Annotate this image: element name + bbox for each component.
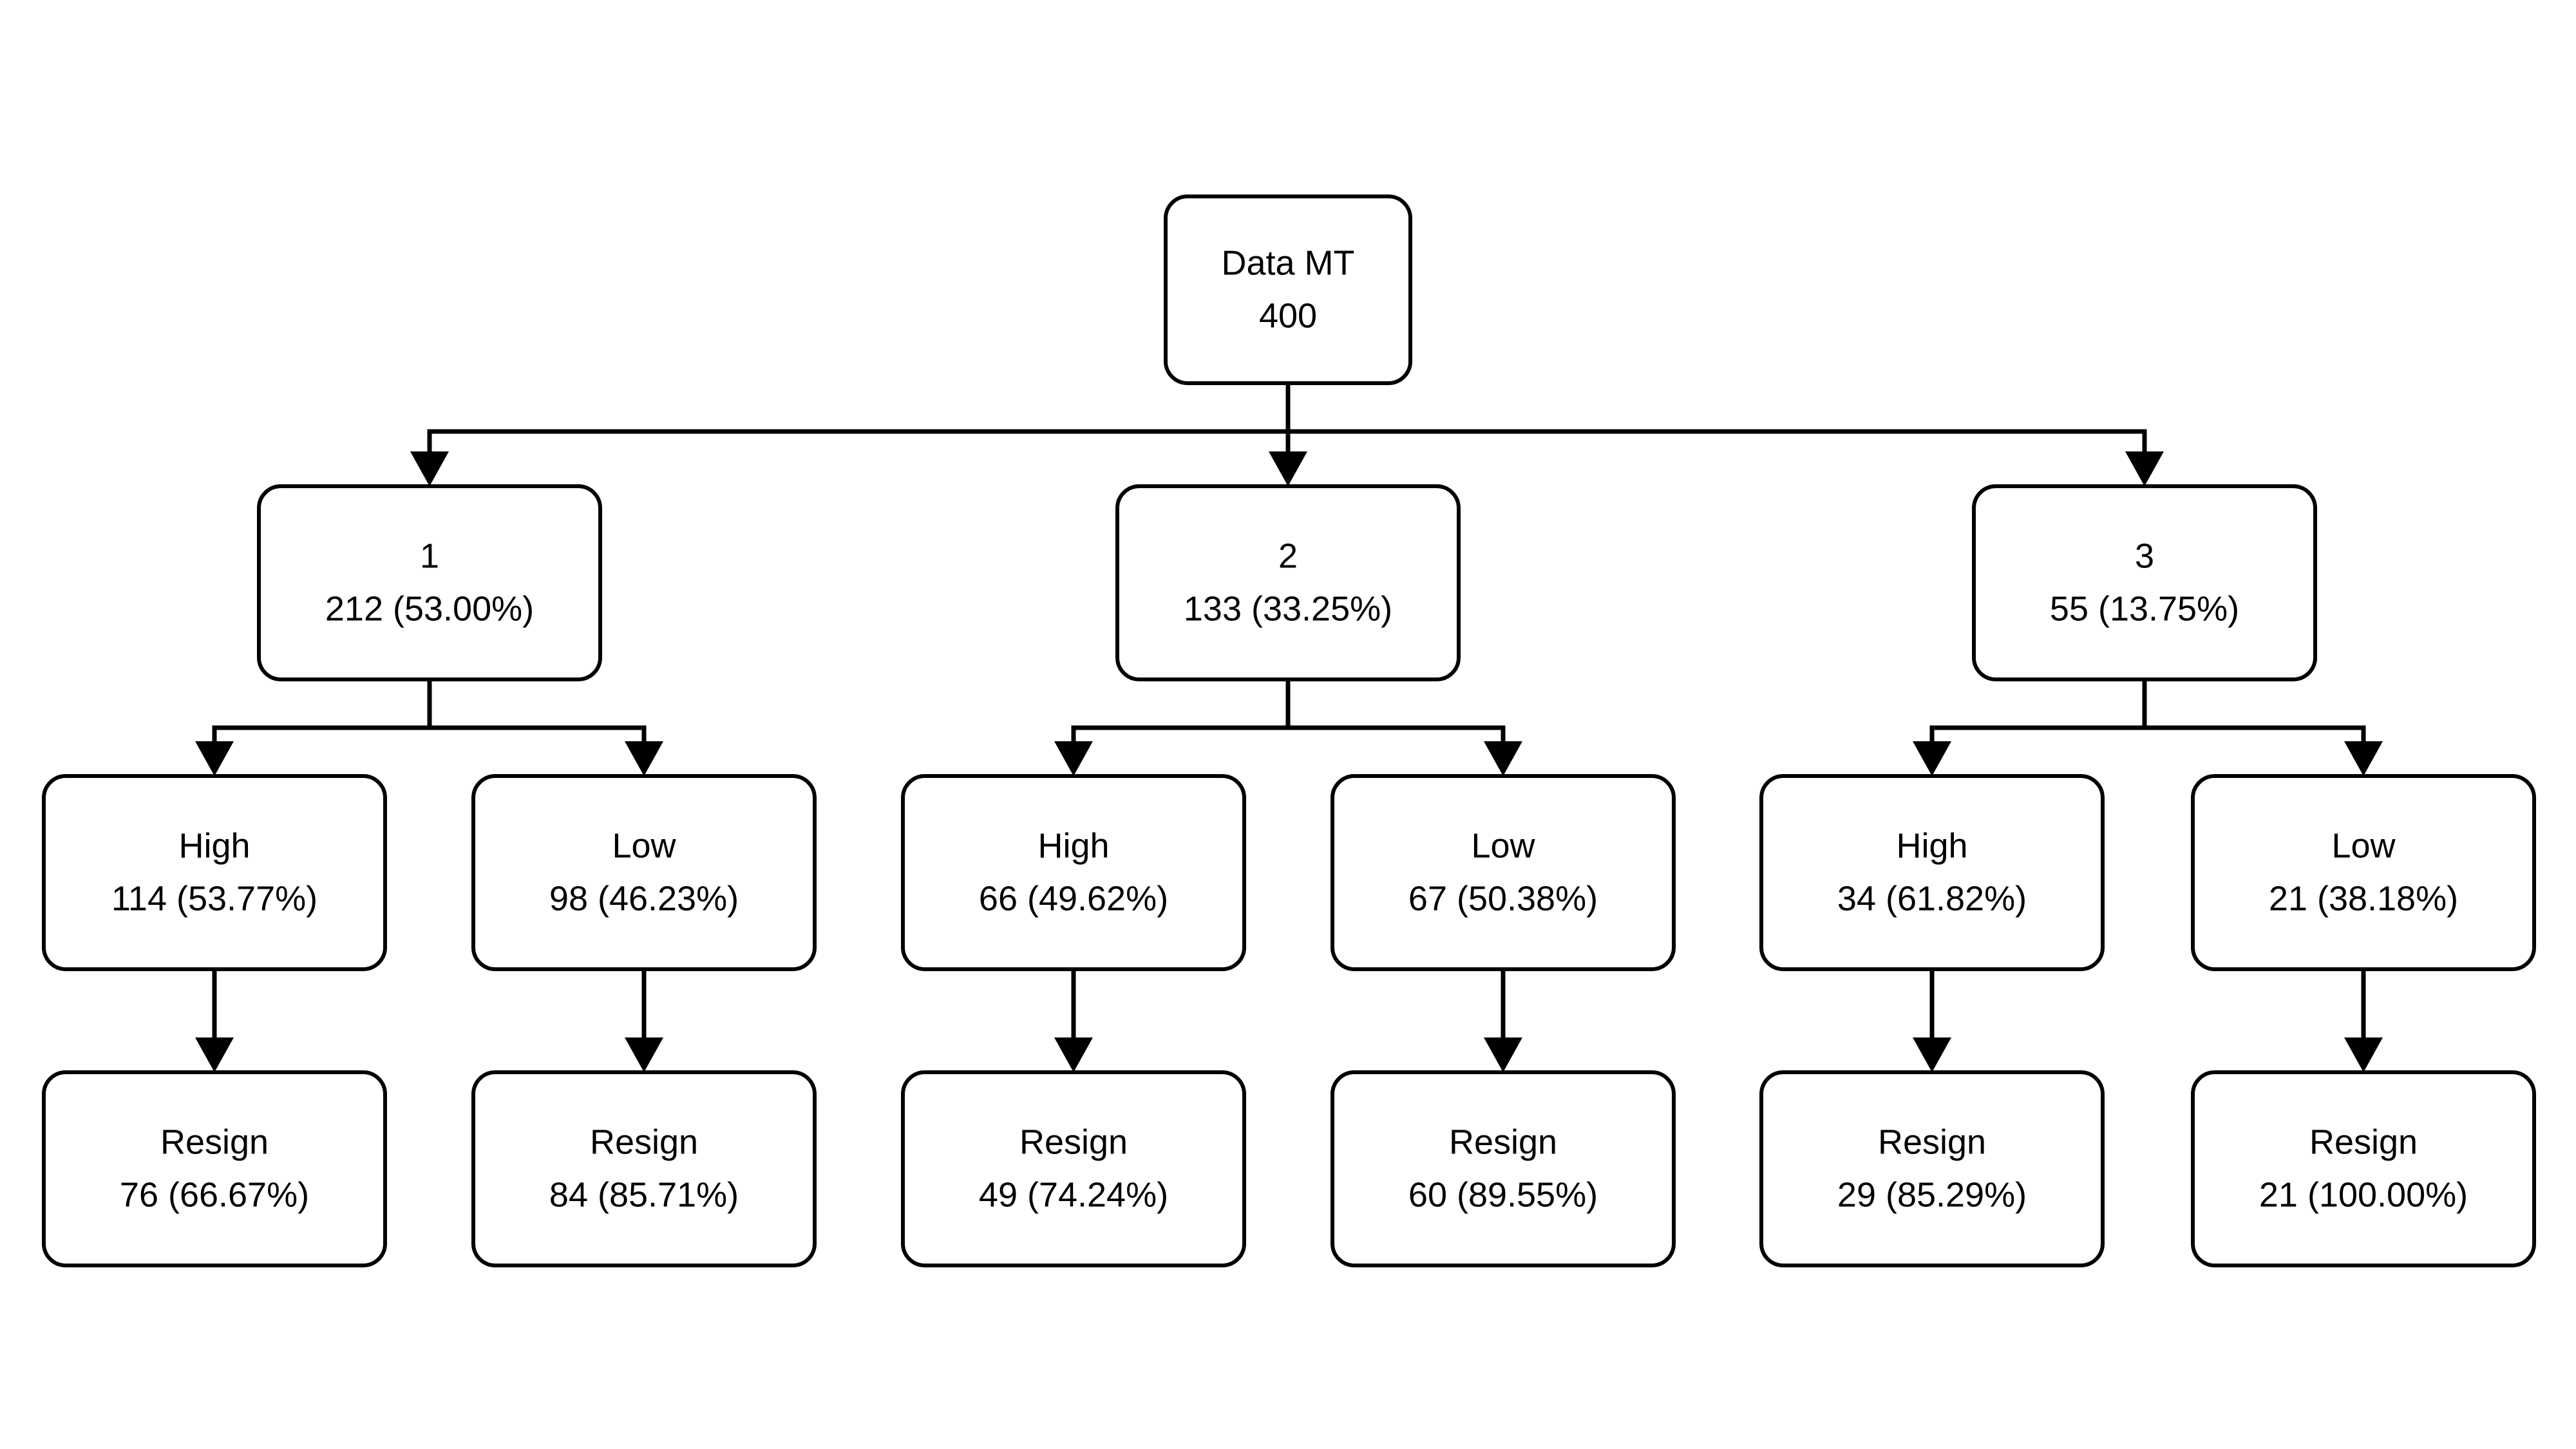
tree-node-grade-3-high-value: 34 (61.82%) [1837, 879, 2027, 918]
edge-cluster-1-to-grade-1-high [212, 679, 432, 743]
edge-cluster-2-to-grade-2-high [1071, 679, 1291, 743]
tree-node-outcome-3-low-label: Resign [2309, 1122, 2418, 1161]
tree-node-grade-2-high-value: 66 (49.62%) [979, 879, 1168, 918]
tree-node-cluster-1[interactable]: 1 212 (53.00%) [257, 484, 602, 681]
edge-cluster-3-to-grade-3-high-arrowhead [1913, 741, 1951, 776]
edge-root-to-cluster-1 [427, 383, 1291, 453]
tree-node-root-box[interactable] [1164, 194, 1412, 385]
tree-node-grade-2-low-value: 67 (50.38%) [1408, 879, 1598, 918]
tree-node-cluster-2-value: 133 (33.25%) [1184, 589, 1392, 628]
tree-node-outcome-3-high-box[interactable] [1759, 1070, 2105, 1267]
edge-grade-1-low-to-outcome-1-low-arrowhead [625, 1037, 663, 1072]
tree-node-grade-3-high-box[interactable] [1759, 774, 2105, 971]
tree-node-root-label: Data MT [1221, 243, 1354, 282]
tree-node-outcome-2-high-value: 49 (74.24%) [979, 1175, 1168, 1214]
edge-cluster-2-to-grade-2-low-arrowhead [1484, 741, 1522, 776]
tree-node-outcome-1-high-value: 76 (66.67%) [120, 1175, 309, 1214]
tree-node-grade-1-high-box[interactable] [42, 774, 387, 971]
tree-node-grade-3-high-label: High [1896, 826, 1967, 865]
tree-node-grade-1-low-value: 98 (46.23%) [549, 879, 739, 918]
tree-node-outcome-2-low-value: 60 (89.55%) [1408, 1175, 1598, 1214]
edge-cluster-2-to-grade-2-high-line [1071, 679, 1291, 743]
edges-layer [195, 383, 2383, 1072]
tree-node-cluster-1-value: 212 (53.00%) [325, 589, 534, 628]
tree-node-outcome-2-high[interactable]: Resign 49 (74.24%) [901, 1070, 1246, 1267]
edge-grade-1-high-to-outcome-1-high-arrowhead [195, 1037, 234, 1072]
edge-cluster-3-to-grade-3-low [2142, 679, 2366, 743]
edge-root-to-cluster-2-arrowhead [1269, 451, 1307, 486]
edge-root-to-cluster-1-line [427, 383, 1291, 453]
edge-grade-2-high-to-outcome-2-high-arrowhead [1054, 1037, 1093, 1072]
edge-cluster-2-to-grade-2-high-arrowhead [1054, 741, 1093, 776]
edge-cluster-2-to-grade-2-low-line [1285, 679, 1506, 743]
edge-root-to-cluster-3-line [1285, 383, 2147, 453]
tree-node-outcome-1-low-value: 84 (85.71%) [549, 1175, 739, 1214]
tree-node-outcome-3-low-value: 21 (100.00%) [2259, 1175, 2468, 1214]
tree-node-cluster-2-label: 2 [1278, 536, 1298, 575]
tree-node-grade-2-low-box[interactable] [1331, 774, 1676, 971]
tree-node-outcome-2-low-label: Resign [1449, 1122, 1557, 1161]
edge-cluster-2-to-grade-2-low [1285, 679, 1506, 743]
edge-root-to-cluster-3-arrowhead [2125, 451, 2164, 486]
tree-node-cluster-1-label: 1 [420, 536, 439, 575]
tree-node-grade-1-high-label: High [178, 826, 250, 865]
tree-node-cluster-2[interactable]: 2 133 (33.25%) [1115, 484, 1461, 681]
tree-node-outcome-1-high-box[interactable] [42, 1070, 387, 1267]
tree-node-outcome-1-low[interactable]: Resign 84 (85.71%) [471, 1070, 817, 1267]
tree-node-cluster-3[interactable]: 3 55 (13.75%) [1972, 484, 2317, 681]
tree-node-outcome-3-low[interactable]: Resign 21 (100.00%) [2191, 1070, 2536, 1267]
tree-node-outcome-1-low-label: Resign [590, 1122, 698, 1161]
edge-cluster-1-to-grade-1-high-line [212, 679, 432, 743]
tree-node-cluster-1-box[interactable] [257, 484, 602, 681]
tree-node-outcome-2-low-box[interactable] [1331, 1070, 1676, 1267]
tree-node-grade-2-low[interactable]: Low 67 (50.38%) [1331, 774, 1676, 971]
tree-node-outcome-3-high-value: 29 (85.29%) [1837, 1175, 2027, 1214]
tree-node-grade-1-low[interactable]: Low 98 (46.23%) [471, 774, 817, 971]
edge-grade-3-high-to-outcome-3-high-arrowhead [1913, 1037, 1951, 1072]
tree-node-outcome-2-high-label: Resign [1019, 1122, 1128, 1161]
tree-node-outcome-1-high-label: Resign [160, 1122, 269, 1161]
tree-node-cluster-3-box[interactable] [1972, 484, 2317, 681]
tree-node-grade-2-high-box[interactable] [901, 774, 1246, 971]
tree-node-outcome-3-low-box[interactable] [2191, 1070, 2536, 1267]
tree-node-grade-3-high[interactable]: High 34 (61.82%) [1759, 774, 2105, 971]
edge-cluster-3-to-grade-3-high-line [1929, 679, 2147, 743]
tree-node-grade-2-high-label: High [1037, 826, 1109, 865]
tree-node-cluster-3-label: 3 [2135, 536, 2154, 575]
tree-node-cluster-2-box[interactable] [1115, 484, 1461, 681]
tree-node-outcome-2-high-box[interactable] [901, 1070, 1246, 1267]
tree-node-grade-2-high[interactable]: High 66 (49.62%) [901, 774, 1246, 971]
edge-cluster-3-to-grade-3-high [1929, 679, 2147, 743]
tree-node-outcome-1-high[interactable]: Resign 76 (66.67%) [42, 1070, 387, 1267]
tree-node-grade-1-high-value: 114 (53.77%) [111, 879, 317, 918]
tree-node-grade-3-low[interactable]: Low 21 (38.18%) [2191, 774, 2536, 971]
tree-node-grade-1-high[interactable]: High 114 (53.77%) [42, 774, 387, 971]
edge-cluster-1-to-grade-1-high-arrowhead [195, 741, 234, 776]
edge-grade-2-low-to-outcome-2-low-arrowhead [1484, 1037, 1522, 1072]
edge-cluster-1-to-grade-1-low-line [427, 679, 647, 743]
nodes-layer: Data MT 400 1 212 (53.00%) 2 133 (33.25%) 3 55 … [42, 194, 2536, 1267]
edge-cluster-3-to-grade-3-low-line [2142, 679, 2366, 743]
edge-cluster-1-to-grade-1-low-arrowhead [625, 741, 663, 776]
edge-root-to-cluster-1-arrowhead [410, 451, 449, 486]
tree-node-grade-1-low-label: Low [612, 826, 676, 865]
tree-node-root-value: 400 [1259, 296, 1317, 335]
edge-cluster-1-to-grade-1-low [427, 679, 647, 743]
tree-node-grade-3-low-box[interactable] [2191, 774, 2536, 971]
tree-node-grade-1-low-box[interactable] [471, 774, 817, 971]
tree-node-grade-2-low-label: Low [1471, 826, 1535, 865]
edge-grade-3-low-to-outcome-3-low-arrowhead [2344, 1037, 2383, 1072]
edge-cluster-3-to-grade-3-low-arrowhead [2344, 741, 2383, 776]
tree-node-cluster-3-value: 55 (13.75%) [2050, 589, 2239, 628]
tree-node-root[interactable]: Data MT 400 [1164, 194, 1412, 385]
tree-node-grade-3-low-label: Low [2331, 826, 2396, 865]
tree-node-outcome-2-low[interactable]: Resign 60 (89.55%) [1331, 1070, 1676, 1267]
tree-node-grade-3-low-value: 21 (38.18%) [2269, 879, 2458, 918]
tree-node-outcome-3-high[interactable]: Resign 29 (85.29%) [1759, 1070, 2105, 1267]
tree-node-outcome-3-high-label: Resign [1878, 1122, 1986, 1161]
tree-node-outcome-1-low-box[interactable] [471, 1070, 817, 1267]
edge-root-to-cluster-3 [1285, 383, 2147, 453]
